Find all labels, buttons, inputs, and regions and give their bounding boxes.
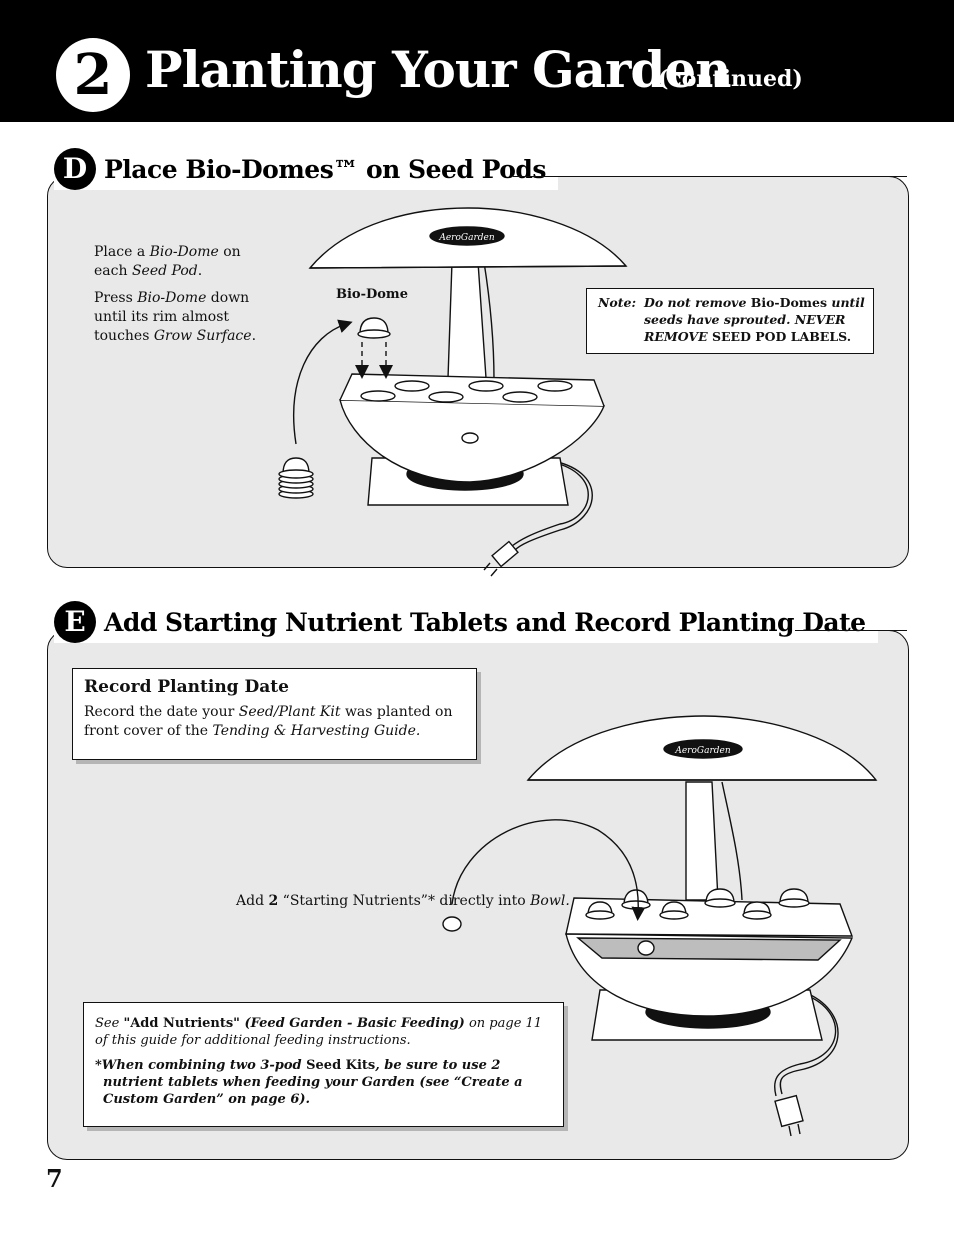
section-d-instructions: Place a Bio-Dome on each Seed Pod. Press… (94, 243, 274, 354)
section-d-rule (513, 176, 907, 177)
move-arrow (293, 319, 353, 445)
page-subtitle: (continued) (658, 66, 803, 92)
section-d-title: Place Bio-Domes™ on Seed Pods (104, 154, 546, 184)
bio-dome-icon (357, 317, 391, 339)
record-box-text: Record the date your Seed/Plant Kit was … (84, 704, 453, 739)
instruction-press: Press Bio-Dome down until its rim almost… (94, 290, 257, 344)
combining-kits-footnote: *When combining two 3-pod Seed Kits, be … (95, 1058, 523, 1107)
bio-dome-stack-icon (278, 457, 314, 499)
record-planting-date-box: Record Planting Date Record the date you… (72, 668, 477, 760)
section-e-heading: E Add Starting Nutrient Tablets and Reco… (54, 601, 878, 643)
note-label: Note: (598, 295, 637, 310)
instruction-place: Place a Bio-Dome on each Seed Pod. (94, 244, 241, 279)
press-down-arrows (355, 342, 393, 379)
page-number: 7 (46, 1164, 63, 1193)
aerogarden-illustration-e: AeroGarden (526, 715, 878, 1137)
note-text: Do not remove Bio-Domes until seeds have… (644, 295, 865, 344)
section-d-badge: D (54, 148, 96, 190)
page-header: 2 Planting Your Garden (continued) (0, 0, 954, 122)
step-number-badge: 2 (56, 38, 130, 112)
record-box-title: Record Planting Date (84, 677, 289, 697)
aerogarden-illustration-d: AeroGarden (308, 207, 628, 577)
section-e-rule (795, 630, 907, 631)
aerogarden-logo-d: AeroGarden (429, 226, 505, 246)
feeding-reference-text: See "Add Nutrients" (Feed Garden - Basic… (95, 1016, 543, 1048)
section-d-heading: D Place Bio-Domes™ on Seed Pods (54, 148, 558, 190)
add-nutrients-instruction: Add 2 “Starting Nutrients”* directly int… (236, 893, 570, 909)
page-title: Planting Your Garden (145, 40, 732, 99)
power-plug-icon-e (774, 1094, 804, 1137)
bio-domes-row (585, 888, 810, 920)
drop-tablet-arrow (451, 819, 646, 921)
section-e-title: Add Starting Nutrient Tablets and Record… (104, 607, 866, 637)
section-e-badge: E (54, 601, 96, 643)
aerogarden-logo-e: AeroGarden (663, 739, 743, 759)
note-box: Note: Do not remove Bio-Domes until seed… (586, 288, 874, 354)
feeding-reference-box: See "Add Nutrients" (Feed Garden - Basic… (83, 1002, 564, 1127)
nutrient-tablet-icon (442, 916, 462, 932)
svg-text:AeroGarden: AeroGarden (674, 746, 730, 756)
bio-dome-label: Bio-Dome (336, 287, 408, 302)
power-plug-icon (483, 540, 519, 577)
svg-text:AeroGarden: AeroGarden (438, 233, 494, 243)
